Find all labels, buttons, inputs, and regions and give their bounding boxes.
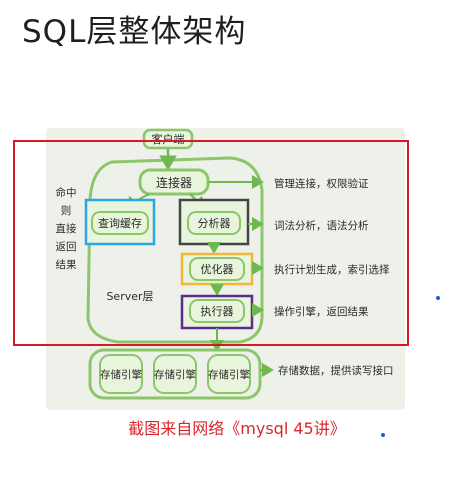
connector-label: 连接器 [156, 175, 192, 190]
engine-3: 存储引擎 [207, 354, 251, 394]
decor-dot [436, 296, 440, 300]
highlight-frame [13, 140, 409, 346]
svg-text:返回: 返回 [56, 241, 77, 253]
note-engine: 存储数据，提供读写接口 [278, 364, 394, 377]
svg-text:存储引擎: 存储引擎 [208, 368, 250, 381]
svg-text:存储引擎: 存储引擎 [154, 368, 196, 381]
svg-text:则: 则 [61, 204, 72, 217]
optimizer-label: 优化器 [201, 262, 234, 276]
analyzer-label: 分析器 [198, 216, 231, 230]
executor-label: 执行器 [201, 304, 234, 318]
query-cache-label: 查询缓存 [98, 216, 142, 230]
note-connector: 管理连接，权限验证 [274, 177, 369, 190]
decor-dot [381, 433, 385, 437]
server-layer-outline [86, 156, 264, 344]
engine-1: 存储引擎 [99, 354, 143, 394]
page-title: SQL层整体架构 [22, 14, 247, 50]
client-node [142, 128, 194, 150]
query-cache-node [84, 198, 156, 246]
source-caption: 截图来自网络《mysql 45讲》 [128, 419, 346, 438]
server-layer-label: Server层 [106, 290, 153, 303]
svg-text:结果: 结果 [56, 258, 77, 271]
note-optimizer: 执行计划生成，索引选择 [274, 263, 390, 276]
note-analyzer: 词法分析，语法分析 [274, 219, 369, 232]
note-executor: 操作引擎，返回结果 [274, 305, 369, 318]
svg-text:直接: 直接 [56, 222, 77, 235]
engines-outline [88, 348, 262, 400]
client-label: 客户端 [152, 132, 185, 146]
analyzer-node [178, 198, 250, 246]
svg-text:命中: 命中 [56, 186, 77, 199]
cache-hit-note: 命中 则 直接 返回 结果 [56, 186, 77, 271]
svg-text:存储引擎: 存储引擎 [100, 368, 142, 381]
engine-2: 存储引擎 [153, 354, 197, 394]
